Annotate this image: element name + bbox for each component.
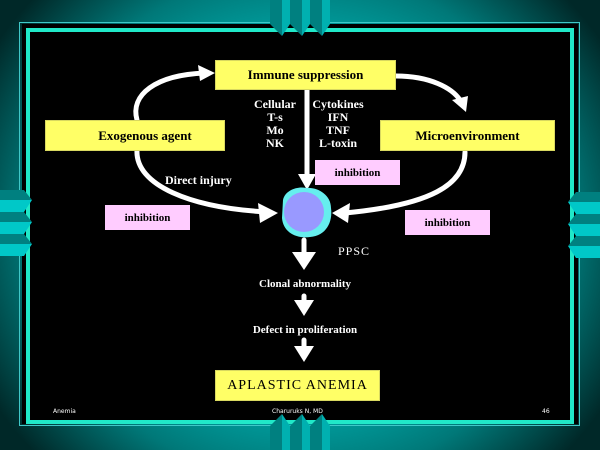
aplastic-anemia-label: APLASTIC ANEMIA [227, 377, 368, 393]
cellular-column: Cellular T-s Mo NK [248, 98, 302, 150]
arrow-microenvironment-to-ppsc [342, 149, 468, 216]
inhibition-box-right: inhibition [405, 210, 490, 235]
direct-injury-label: Direct injury [165, 173, 232, 187]
immune-suppression-label: Immune suppression [247, 67, 364, 82]
cellular-heading: Cellular [254, 97, 296, 111]
defect-in-proliferation-label: Defect in proliferation [252, 324, 358, 336]
exogenous-agent-label: Exogenous agent [98, 127, 192, 143]
right-chevrons [568, 192, 600, 258]
inhibition-box-left: inhibition [105, 205, 190, 230]
clonal-abnormality-label: Clonal abnormality [259, 278, 351, 290]
cellular-item: Mo [266, 123, 284, 137]
arrow-exogenous-to-ppsc [134, 147, 271, 215]
microenvironment-label: Microenvironment [415, 127, 520, 143]
aplastic-anemia-box: APLASTIC ANEMIA [215, 370, 380, 401]
arrowhead-defect [294, 300, 314, 316]
arrow-exogenous-to-immune [133, 70, 208, 123]
cell-nucleus [284, 192, 324, 232]
left-chevrons [0, 190, 32, 256]
cytokine-item: L-toxin [318, 136, 357, 150]
top-chevrons [270, 0, 330, 36]
bottom-chevrons [270, 414, 330, 450]
footer-page-number: 46 [542, 408, 550, 415]
inhibition-label-top: inhibition [334, 166, 381, 179]
footer-left: Anemia [53, 408, 76, 415]
arrowhead-aplastic [294, 346, 314, 362]
inhibition-label-right: inhibition [424, 216, 471, 229]
exogenous-agent-box: Exogenous agent [45, 120, 225, 151]
ppsc-cell [282, 187, 332, 238]
arrowhead-ppsc-left [258, 203, 278, 223]
cytokines-heading: Cytokines [312, 97, 364, 111]
cytokines-column: Cytokines IFN TNF L-toxin [308, 98, 368, 150]
inhibition-label-left: inhibition [124, 211, 171, 224]
ppsc-label: PPSC [338, 244, 371, 258]
footer-center: Charuruks N, MD [272, 408, 323, 415]
arrowhead-microenvironment [452, 96, 468, 112]
cytokine-item: TNF [326, 123, 350, 137]
inhibition-box-top: inhibition [315, 160, 400, 185]
cellular-item: T-s [267, 110, 283, 124]
arrowhead-immune [198, 65, 215, 81]
immune-suppression-box: Immune suppression [215, 60, 396, 90]
cellular-item: NK [266, 136, 284, 150]
arrowhead-ppsc-top [298, 174, 316, 190]
microenvironment-box: Microenvironment [380, 120, 555, 151]
cytokine-item: IFN [327, 110, 349, 124]
arrow-immune-to-microenvironment [393, 73, 463, 103]
arrowhead-clonal [292, 252, 316, 270]
arrowhead-ppsc-right [332, 203, 350, 223]
